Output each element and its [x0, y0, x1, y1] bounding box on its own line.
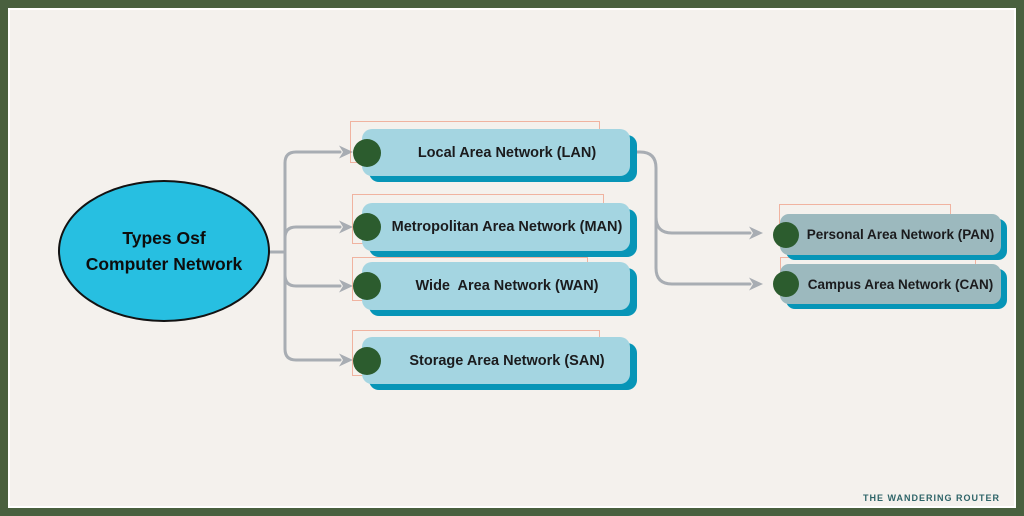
bullet-circle-icon	[353, 346, 381, 375]
watermark-logo: THE WANDERING ROUTER	[863, 493, 1000, 503]
arrow-icon	[749, 226, 763, 240]
node-label: Local Area Network (LAN)	[417, 144, 597, 161]
arrow-icon	[339, 145, 353, 159]
lan-to-level2-edges	[634, 150, 763, 291]
arrow-icon	[339, 279, 353, 293]
root-label-line1: Types Osf	[122, 227, 206, 248]
root-label-line2: Computer Network	[85, 254, 243, 274]
node-label: Campus Area Network (CAN)	[807, 276, 994, 292]
node-label: Wide Area Network (WAN)	[415, 278, 599, 294]
node-label: Storage Area Network (SAN)	[409, 352, 605, 369]
root-to-level1-edges	[262, 145, 353, 367]
root-node: Types Osf Computer Network	[58, 180, 270, 322]
node-pan: Personal Area Network (PAN)	[773, 214, 1001, 255]
node-can: Campus Area Network (CAN)	[773, 264, 1001, 304]
bullet-circle-icon	[353, 138, 381, 167]
bullet-circle-icon	[353, 213, 381, 241]
node-man: Metropolitan Area Network (MAN)	[353, 203, 630, 251]
node-wan: Wide Area Network (WAN)	[353, 262, 630, 310]
arrow-icon	[749, 277, 763, 291]
bullet-circle-icon	[773, 271, 799, 297]
bullet-circle-icon	[353, 272, 381, 300]
arrow-icon	[339, 353, 353, 367]
node-lan: Local Area Network (LAN)	[353, 129, 630, 176]
node-label: Personal Area Network (PAN)	[806, 227, 995, 242]
node-san: Storage Area Network (SAN)	[353, 337, 630, 384]
arrow-icon	[339, 220, 353, 234]
bullet-circle-icon	[773, 221, 799, 248]
node-label: Metropolitan Area Network (MAN)	[391, 219, 623, 235]
